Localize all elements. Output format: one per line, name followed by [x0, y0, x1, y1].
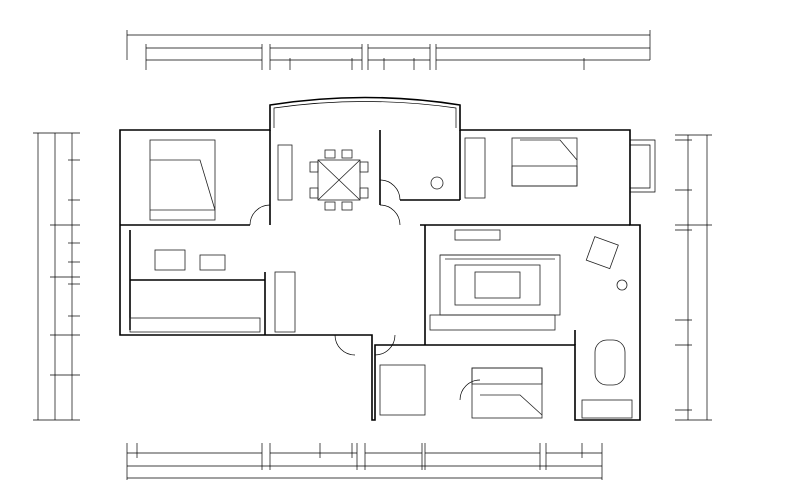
sofa-set: [429, 254, 561, 331]
bottom-dimension-lines: [126, 443, 603, 480]
walls: [119, 96, 656, 421]
bathtub: [581, 339, 633, 419]
left-dimension-lines: [33, 132, 80, 421]
bed-top-right: [511, 137, 578, 187]
right-dimension-lines: [675, 134, 712, 421]
bed-bottom: [471, 367, 543, 419]
doors: [249, 179, 481, 401]
bed-left: [149, 139, 216, 221]
kitchen-fixtures: [129, 137, 628, 416]
dining-table: [309, 149, 369, 211]
top-dimension-lines: [126, 30, 651, 70]
